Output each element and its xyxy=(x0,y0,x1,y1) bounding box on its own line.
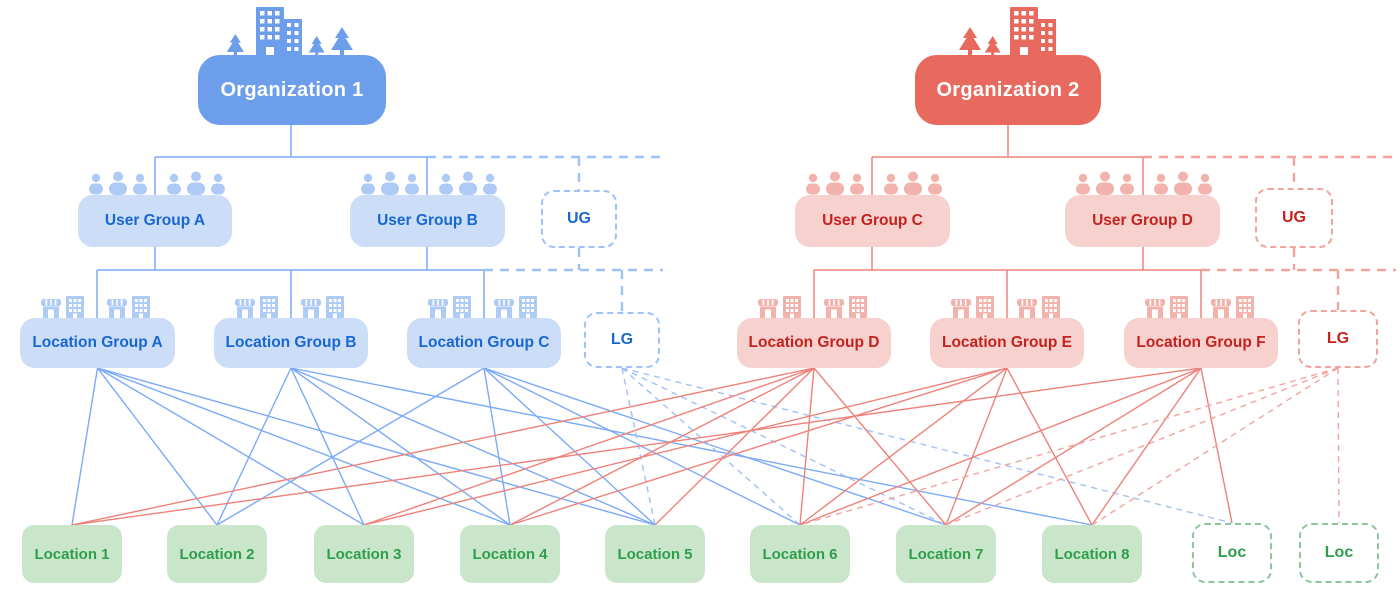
location-1-label: Location 1 xyxy=(34,545,110,563)
organization-1-node: Organization 1 xyxy=(198,55,386,125)
usergroups1-to-locationgroups-connector xyxy=(96,247,485,318)
location-group-d-label: Location Group D xyxy=(748,334,880,351)
location-group-placeholder-label: LG xyxy=(1326,330,1350,347)
user-group-c-node: User Group C xyxy=(795,195,950,247)
location-group-placeholder-red: LG xyxy=(1298,310,1378,368)
location-4-label: Location 4 xyxy=(472,545,548,563)
location-3-node: Location 3 xyxy=(314,525,414,583)
user-group-d-label: User Group D xyxy=(1092,212,1193,229)
user-group-d-node: User Group D xyxy=(1065,195,1220,247)
location-8-label: Location 8 xyxy=(1054,545,1130,563)
people-icon xyxy=(89,171,497,195)
location-8-node: Location 8 xyxy=(1042,525,1142,583)
organization-2-label: Organization 2 xyxy=(936,78,1080,101)
user-group-b-node: User Group B xyxy=(350,195,505,247)
location-4-node: Location 4 xyxy=(460,525,560,583)
location-6-node: Location 6 xyxy=(750,525,850,583)
location-group-f-label: Location Group F xyxy=(1136,334,1266,351)
user-group-placeholder-blue: UG xyxy=(541,190,617,248)
user-group-placeholder-label: UG xyxy=(567,210,591,227)
organization-2-node: Organization 2 xyxy=(915,55,1101,125)
storefront-icon xyxy=(41,296,537,318)
location-placeholder-2: Loc xyxy=(1299,523,1379,583)
org1-to-usergroups-connector xyxy=(154,125,428,195)
location-7-node: Location 7 xyxy=(896,525,996,583)
people-icon xyxy=(806,171,1212,195)
location-5-label: Location 5 xyxy=(617,545,693,563)
location-2-node: Location 2 xyxy=(167,525,267,583)
tree-icon xyxy=(331,27,353,58)
user-group-a-node: User Group A xyxy=(78,195,232,247)
location-2-label: Location 2 xyxy=(179,545,255,563)
location-group-d-node: Location Group D xyxy=(737,318,891,368)
location-placeholder-1: Loc xyxy=(1192,523,1272,583)
user-group-placeholder-label: UG xyxy=(1282,209,1306,226)
location-group-f-node: Location Group F xyxy=(1124,318,1278,368)
location-group-e-label: Location Group E xyxy=(941,334,1073,351)
location-group-b-label: Location Group B xyxy=(225,334,357,351)
location-group-b-node: Location Group B xyxy=(214,318,368,368)
organization-1-label: Organization 1 xyxy=(220,78,364,101)
location-group-placeholder-label: LG xyxy=(610,331,634,348)
location-placeholder-label: Loc xyxy=(1217,544,1247,561)
user-group-c-label: User Group C xyxy=(822,212,923,229)
location-group-c-node: Location Group C xyxy=(407,318,561,368)
building-icon xyxy=(256,7,302,57)
tree-icon xyxy=(959,27,981,58)
location-group-c-label: Location Group C xyxy=(418,334,550,351)
location-7-label: Location 7 xyxy=(908,545,984,563)
user-group-placeholder-red: UG xyxy=(1255,188,1333,248)
location-6-label: Location 6 xyxy=(762,545,838,563)
location-5-node: Location 5 xyxy=(605,525,705,583)
location-group-placeholder-blue: LG xyxy=(584,312,660,368)
location-group-a-label: Location Group A xyxy=(32,334,163,351)
storefront-icon xyxy=(758,296,1254,318)
usergroups2-to-locationgroups-connector xyxy=(813,247,1202,318)
building-icon xyxy=(1010,7,1056,57)
location-3-label: Location 3 xyxy=(326,545,402,563)
location-group-a-node: Location Group A xyxy=(20,318,175,368)
location-group-e-node: Location Group E xyxy=(930,318,1084,368)
user-group-b-label: User Group B xyxy=(377,212,478,229)
group-to-location-edges xyxy=(71,367,1340,526)
org2-to-usergroups-connector xyxy=(871,125,1144,195)
location-placeholder-label: Loc xyxy=(1324,544,1354,561)
user-group-a-label: User Group A xyxy=(104,212,206,229)
location-1-node: Location 1 xyxy=(22,525,122,583)
